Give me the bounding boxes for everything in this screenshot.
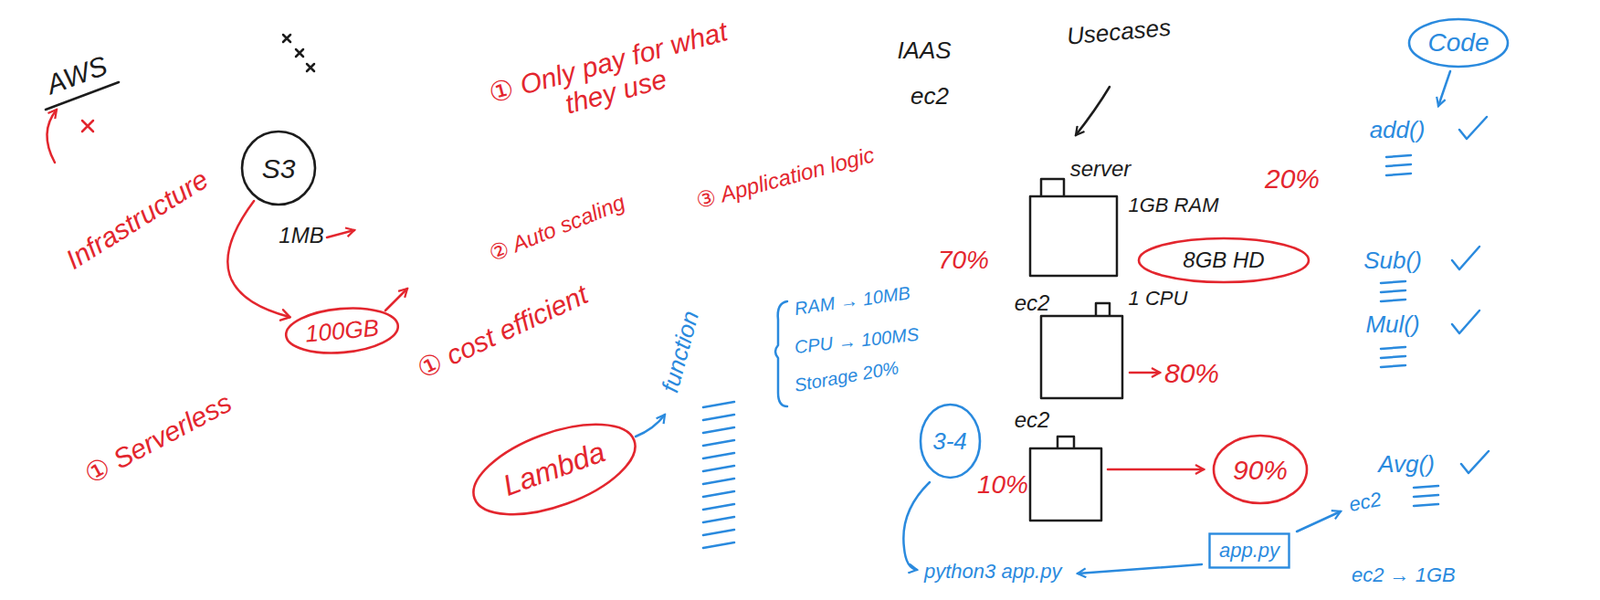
handwritten-note: IAAS [896,37,951,64]
handwritten-note: function [656,307,704,395]
handwritten-note: python3 app.py [924,560,1062,583]
check-mark [1452,310,1480,334]
node-text: S3 [262,153,296,184]
handwritten-note: 1 CPU [1128,287,1189,310]
handwritten-note: RAM → 10MB [792,282,912,319]
pointer-arrow [385,288,408,311]
node-text: Code [1428,29,1490,58]
node-outline [920,404,980,478]
node-outline [1138,238,1309,283]
node-text: 3-4 [932,428,968,455]
handwritten-note: 10% [977,471,1029,500]
file-box: app.py [1208,532,1291,569]
handwritten-note: Storage 20% [792,357,901,396]
cross-mark [82,120,94,132]
node-outline [462,406,647,534]
handwritten-note: AWS [42,50,112,100]
handwritten-note: ec2 → 1GB [1351,564,1456,587]
node-outline [1213,435,1307,504]
cross-marks [283,34,315,72]
curved-arrow [227,200,290,317]
handwritten-note: ec2 [1014,408,1051,432]
handwritten-note: 20% [1264,163,1320,194]
pointer-arrow [46,109,57,163]
size-ellipse: 100GB [281,302,401,360]
service-ellipse: Lambda [459,403,649,536]
handwritten-note: add() [1369,116,1426,144]
handwritten-note: ec2 [1347,488,1383,516]
pointer-arrow [1077,564,1202,574]
code-lines [1380,347,1406,368]
handwritten-note: ec2 [910,83,949,110]
handwritten-note: server [1070,157,1132,181]
brace [775,301,788,407]
handwritten-note: 70% [937,246,990,275]
code-ellipse: Code [1407,17,1510,69]
count-ellipse: 3-4 [918,402,982,480]
node-outline [1409,19,1508,67]
node-text: 90% [1232,454,1288,485]
handwritten-note: ① Only pay for what they use [480,14,744,139]
pointer-arrow [635,414,665,437]
server-icon [1030,178,1117,276]
node-outline [1210,534,1290,569]
usage-ellipse: 90% [1211,433,1309,506]
node-outline [284,304,400,358]
handwritten-note: Avg() [1378,451,1435,478]
handwritten-note: ③ Application logic [694,142,878,213]
code-lines [1380,281,1406,302]
storage-circle: S3 [240,129,317,207]
check-mark [1452,246,1480,270]
pointer-arrow [326,230,355,238]
pointer-arrow [1296,511,1341,532]
node-text: 8GB HD [1182,248,1264,273]
pointer-arrow [1129,371,1160,375]
disk-ellipse: 8GB HD [1136,236,1311,285]
server-icon [1041,303,1123,399]
check-mark [1461,451,1489,474]
handwritten-note: ec2 [1014,291,1051,316]
pointer-arrow [1438,71,1451,106]
node-outline [242,131,316,205]
check-mark [1459,116,1487,139]
handwritten-note: ① cost efficient [411,278,592,384]
handwritten-note: 1GB RAM [1127,194,1219,217]
handwritten-note: Mul() [1365,311,1420,338]
handwritten-note: 80% [1164,357,1220,389]
node-text: 100GB [303,314,379,348]
code-lines [1386,155,1411,176]
code-lines [1413,485,1439,506]
handwritten-note: Sub() [1363,247,1422,274]
arrow-head [280,309,290,320]
handwritten-note: Infrastructure [60,163,213,275]
code-lines [703,401,735,548]
pointer-arrow [903,482,930,570]
server-icon [1030,436,1102,521]
handwritten-note: Usecases [1065,14,1172,50]
handwritten-note: CPU → 100MS [793,324,920,358]
blue-ink [635,71,1489,574]
pointer-arrow [1107,468,1204,472]
handwritten-note: ② Auto scaling [485,189,629,267]
node-text: app.py [1219,539,1280,562]
handwritten-note: ① Serverless [79,387,237,490]
handwritten-note: 1MB [278,223,324,248]
pointer-arrow [1075,86,1110,136]
